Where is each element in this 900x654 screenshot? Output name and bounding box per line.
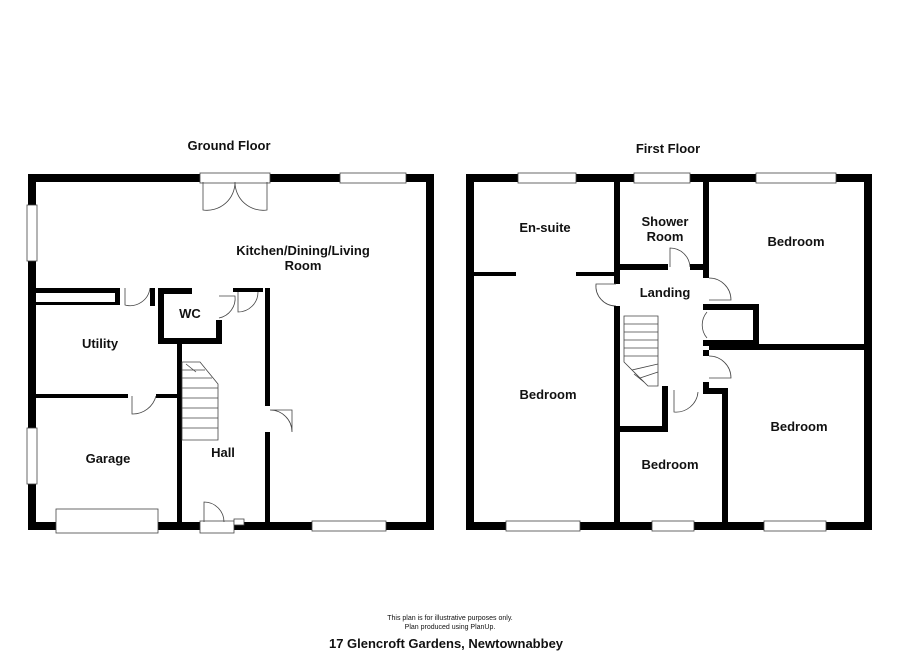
ground-floor-plan: Ground Floor (26, 138, 434, 534)
bedroom-ne-closet-right (753, 304, 759, 344)
hall-top-door-swing (237, 291, 259, 313)
ground-window-top-right (339, 172, 407, 184)
label-shower-line2: Room (647, 229, 684, 244)
ensuite-bottom-wall-right (576, 272, 620, 276)
first-window-bedroom-w (505, 520, 581, 532)
shower-right-wall (703, 182, 709, 270)
wc-right-wall (216, 320, 222, 344)
utility-top-wall-inner (36, 302, 120, 305)
label-wc: WC (179, 306, 201, 321)
disclaimer-line1: This plan is for illustrative purposes o… (387, 615, 513, 622)
shower-bottom-wall (614, 264, 668, 270)
label-bedroom-s: Bedroom (641, 457, 698, 472)
hall-left-wall (177, 342, 182, 530)
ground-left-wall (28, 174, 36, 530)
front-door-step (233, 518, 245, 526)
label-bedroom-w: Bedroom (519, 387, 576, 402)
wc-top-wall (158, 288, 192, 294)
hall-right-wall-bottom (265, 432, 270, 530)
stairwell-right-wall (662, 386, 668, 426)
first-floor-stairs (623, 315, 659, 387)
label-shower-line1: Shower (642, 214, 689, 229)
plan-footer: This plan is for illustrative purposes o… (329, 615, 564, 651)
label-kitchen-line1: Kitchen/Dining/Living (236, 243, 370, 258)
bedroom-ne-bottom-wall (709, 344, 872, 350)
label-kitchen-line2: Room (285, 258, 322, 273)
landing-left-wall-top (614, 270, 620, 284)
front-door-swing (203, 501, 225, 523)
ground-stairs (181, 361, 219, 441)
first-right-wall (864, 174, 872, 530)
landing-left-wall (614, 306, 620, 522)
utility-garage-wall-right (156, 394, 181, 398)
wc-left-wall (158, 288, 164, 344)
ensuite-bottom-wall-left (474, 272, 516, 276)
wc-bottom-wall (158, 338, 222, 344)
first-floor-plan: First Floor (466, 141, 872, 532)
ground-patio-window (199, 172, 271, 184)
ground-window-left-top (26, 204, 38, 262)
ground-window-left-bottom (26, 427, 38, 485)
bedroom-se-wall-stub-2 (703, 382, 709, 390)
label-hall: Hall (211, 445, 235, 460)
first-left-wall (466, 174, 474, 530)
first-window-bedroom-ne (755, 172, 837, 184)
bedroom-se-top-wall (703, 388, 725, 394)
first-floor-title: First Floor (636, 141, 700, 156)
closet-door-swing (701, 311, 708, 339)
hall-top-wall (233, 288, 263, 292)
bedroom-s-door-swing (673, 390, 699, 413)
ground-right-wall (426, 174, 434, 530)
ground-floor-title: Ground Floor (187, 138, 270, 153)
label-landing: Landing (640, 285, 691, 300)
bedroom-se-left-wall (722, 388, 728, 522)
utility-garage-wall (36, 394, 128, 398)
bedroom-se-wall-stub (703, 350, 709, 356)
front-door-frame (199, 520, 235, 534)
utility-top-return (115, 288, 120, 305)
garage-door (55, 508, 159, 534)
wc-door-swing (218, 295, 236, 319)
utility-door-swing (124, 287, 151, 307)
shower-door-swing (669, 247, 691, 268)
utility-top-wall (36, 288, 120, 293)
label-bedroom-se: Bedroom (770, 419, 827, 434)
label-bedroom-ne: Bedroom (767, 234, 824, 249)
label-ensuite: En-suite (519, 220, 570, 235)
label-utility: Utility (82, 336, 119, 351)
shower-bottom-wall-right (690, 264, 709, 270)
bedroom-ne-closet-top (703, 304, 759, 310)
first-window-ensuite (517, 172, 577, 184)
kitchen-door-swing (269, 409, 293, 433)
bedroom-ne-bottom-wall-left (703, 340, 759, 346)
ground-window-bottom (311, 520, 387, 532)
ensuite-right-wall (614, 182, 620, 272)
bedroom-w-door-swing (595, 283, 617, 307)
label-garage: Garage (86, 451, 131, 466)
garage-door-swing (131, 395, 157, 415)
bedroom-se-door-swing (708, 355, 732, 379)
property-address: 17 Glencroft Gardens, Newtownabbey (329, 636, 564, 651)
bedroom-s-top-wall (614, 426, 668, 432)
patio-door-swing (202, 181, 268, 211)
utility-door-jamb (150, 288, 155, 306)
hall-right-wall-top (265, 288, 270, 406)
bedroom-ne-wall-stub (703, 270, 709, 278)
bedroom-ne-door-swing (708, 277, 732, 301)
first-window-bedroom-se (763, 520, 827, 532)
disclaimer-line2: Plan produced using PlanUp. (405, 624, 496, 631)
first-window-shower (633, 172, 691, 184)
first-window-bedroom-s (651, 520, 695, 532)
